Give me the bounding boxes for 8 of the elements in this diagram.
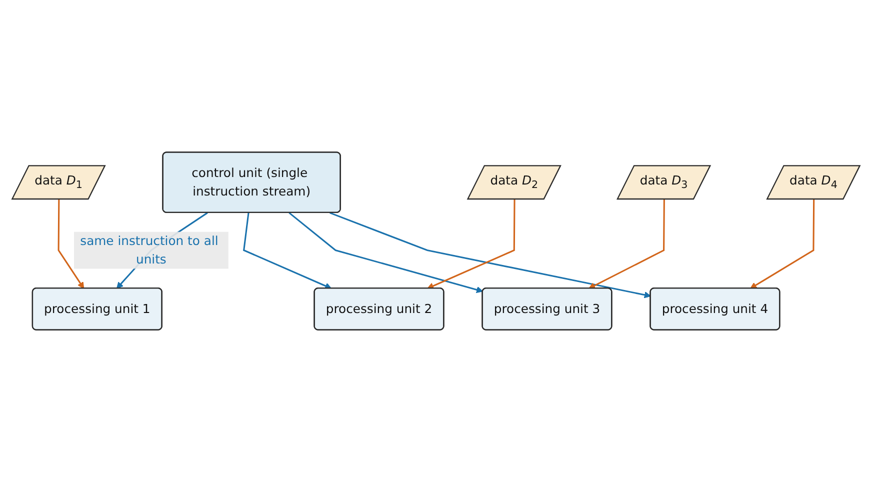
edge-label: same instruction to all units <box>80 233 218 266</box>
arrow <box>288 212 484 294</box>
arrow <box>588 199 665 289</box>
arrow <box>58 199 84 289</box>
arrow <box>427 199 516 290</box>
arrow <box>243 212 332 290</box>
arrow <box>750 199 815 289</box>
arrow <box>330 212 651 298</box>
